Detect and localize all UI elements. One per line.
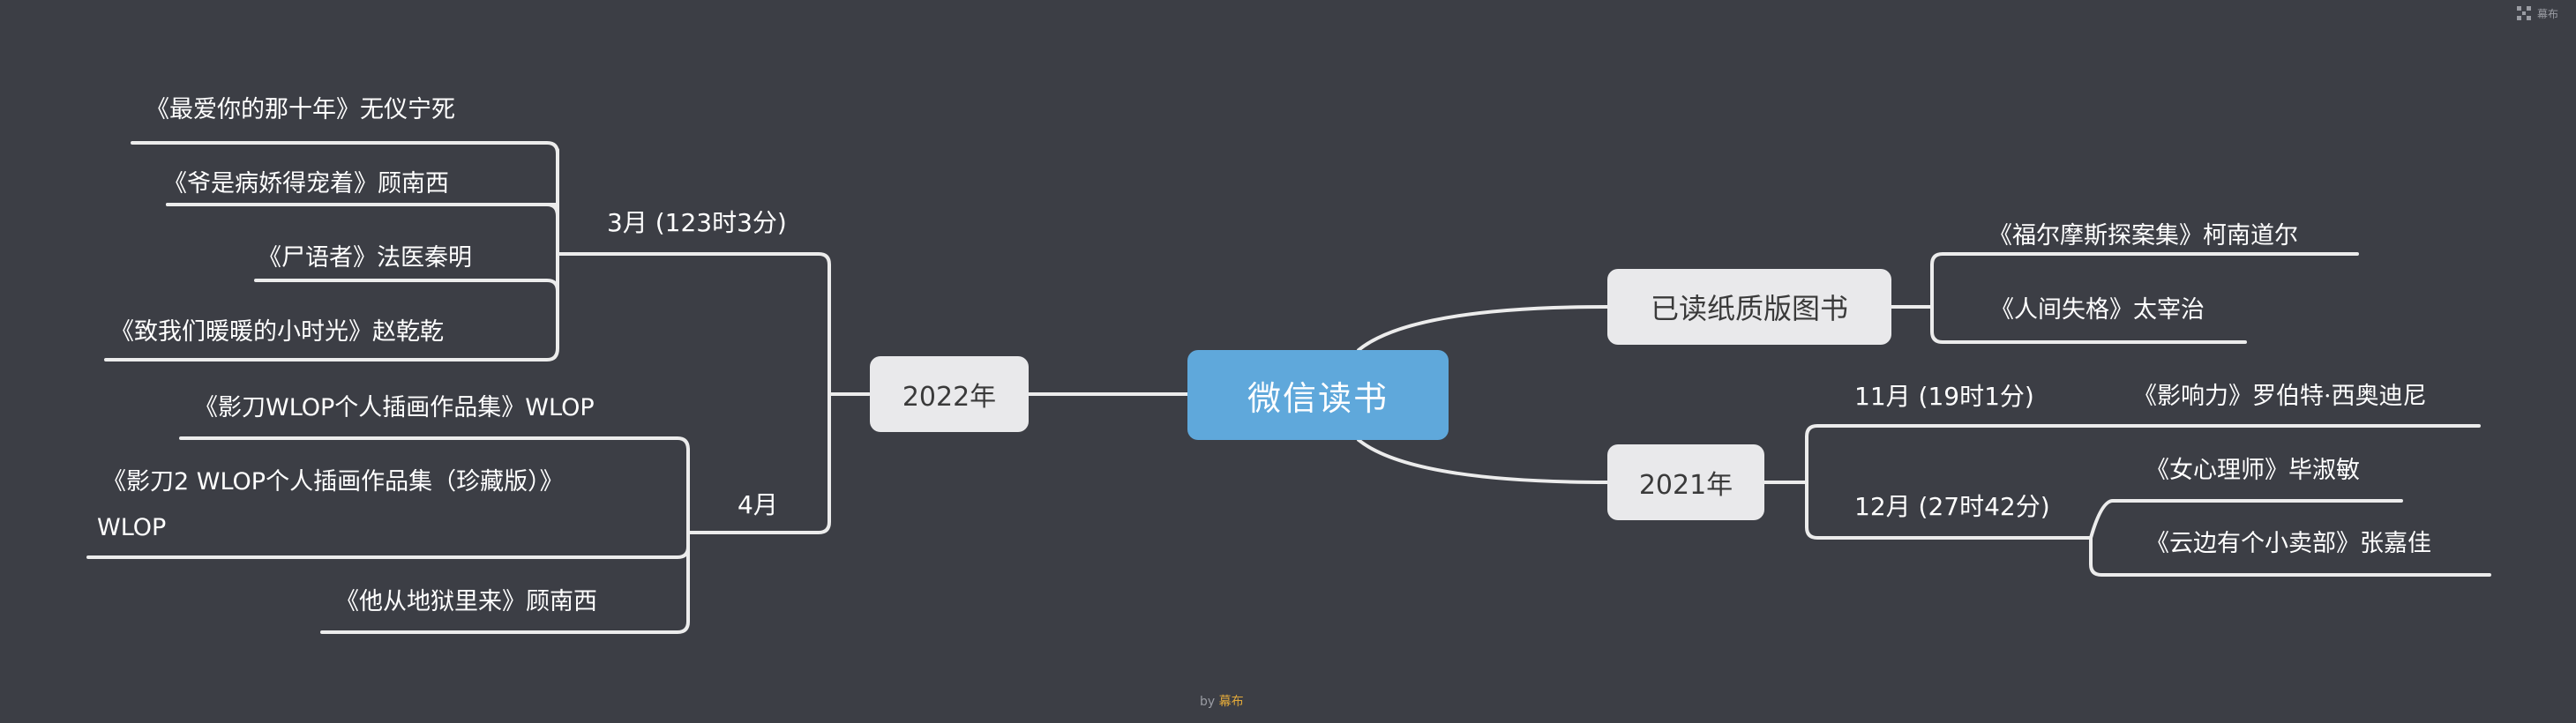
book-item[interactable]: 《致我们暖暖的小时光》赵乾乾 bbox=[110, 318, 444, 346]
book-item[interactable]: 《云边有个小卖部》张嘉佳 bbox=[2145, 530, 2431, 557]
book-item[interactable]: 《影刀WLOP个人插画作品集》WLOP bbox=[194, 394, 595, 421]
branch-2021[interactable]: 2021年 bbox=[1607, 444, 1764, 520]
watermark-top-right: 幕布 bbox=[2516, 5, 2558, 21]
group-november-label[interactable]: 11月 (19时1分) bbox=[1854, 382, 2034, 411]
book-item[interactable]: 《影刀2 WLOP个人插画作品集（珍藏版）》 bbox=[102, 468, 564, 496]
branch-2021-label: 2021年 bbox=[1638, 470, 1734, 501]
group-april-label[interactable]: 4月 bbox=[738, 490, 778, 519]
book-item[interactable]: 《他从地狱里来》顾南西 bbox=[335, 588, 597, 615]
branch-paper[interactable]: 已读纸质版图书 bbox=[1607, 269, 1891, 345]
branch-2022[interactable]: 2022年 bbox=[870, 356, 1029, 432]
watermark-text: 幕布 bbox=[2536, 7, 2558, 20]
root-node[interactable]: 微信读书 bbox=[1187, 350, 1449, 440]
book-item[interactable]: 《福尔摩斯探案集》柯南道尔 bbox=[1988, 222, 2298, 250]
book-item[interactable]: 《影响力》罗伯特·西奥迪尼 bbox=[2133, 383, 2427, 410]
book-item[interactable]: 《女心理师》毕淑敏 bbox=[2145, 457, 2360, 484]
group-december-label[interactable]: 12月 (27时42分) bbox=[1854, 492, 2050, 521]
book-item[interactable]: 《最爱你的那十年》无仪宁死 bbox=[146, 96, 455, 123]
book-item[interactable]: 《人间失格》太宰治 bbox=[1990, 296, 2205, 324]
book-item-continued: WLOP bbox=[97, 514, 167, 541]
mubu-logo-icon bbox=[2516, 5, 2532, 21]
book-item[interactable]: 《爷是病娇得宠着》顾南西 bbox=[163, 170, 449, 198]
footer-brand: 幕布 bbox=[1218, 695, 1244, 709]
footer-watermark: by 幕布 bbox=[1200, 692, 1244, 710]
branch-2022-label: 2022年 bbox=[902, 382, 997, 413]
footer-by: by bbox=[1200, 695, 1216, 709]
branch-paper-label: 已读纸质版图书 bbox=[1650, 292, 1848, 325]
group-march-label[interactable]: 3月 (123时3分) bbox=[607, 208, 787, 237]
book-item[interactable]: 《尸语者》法医秦明 bbox=[258, 244, 472, 272]
root-label: 微信读书 bbox=[1247, 378, 1389, 418]
